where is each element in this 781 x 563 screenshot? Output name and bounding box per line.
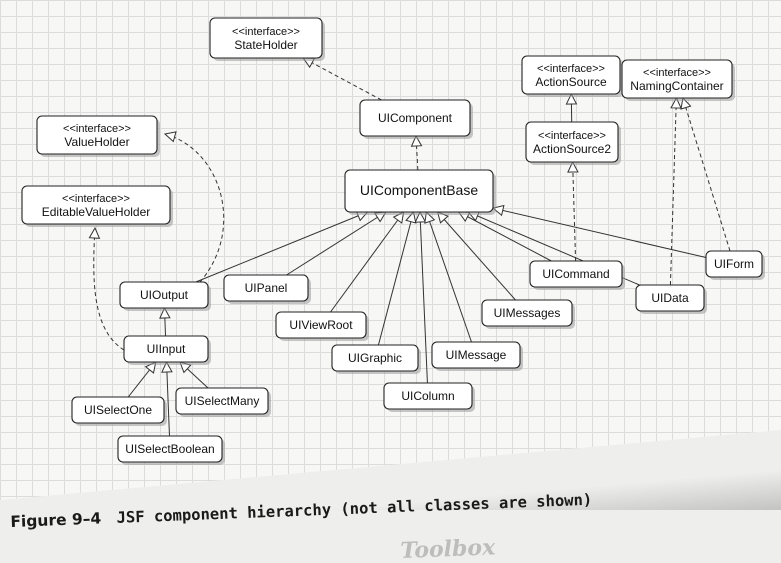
node-ui-panel: UIPanel: [223, 274, 311, 304]
edge-action-source2-to-action-source: [565, 92, 578, 123]
class-name-label: UIForm: [714, 257, 754, 271]
node-naming-container: <<interface>>NamingContainer: [621, 59, 735, 101]
class-name-label: UIPanel: [245, 281, 288, 295]
node-action-source2: <<interface>>ActionSource2: [525, 121, 621, 165]
node-ui-select-one: UISelectOne: [71, 396, 167, 426]
edge-ui-graphic-to-ui-component-base: [377, 210, 417, 346]
edge-ui-command-to-ui-component-base: [457, 211, 552, 262]
node-editable-value-holder: <<interface>>EditableValueHolder: [21, 185, 173, 227]
node-action-source: <<interface>>ActionSource: [521, 55, 623, 97]
class-name-label: EditableValueHolder: [42, 205, 151, 219]
node-ui-messages: UIMessages: [481, 299, 575, 329]
stereotype-label: <<interface>>: [537, 63, 605, 75]
stereotype-label: <<interface>>: [538, 130, 606, 142]
edge-ui-command-to-action-source2: [567, 160, 579, 262]
class-name-label: UISelectOne: [84, 403, 152, 417]
class-name-label: StateHolder: [234, 38, 297, 52]
class-name-label: UIInput: [147, 342, 186, 356]
node-ui-input: UIInput: [123, 335, 211, 365]
edge-ui-input-to-editable-value-holder: [88, 226, 125, 351]
class-name-label: UIGraphic: [348, 351, 402, 365]
class-name-label: NamingContainer: [630, 79, 723, 93]
stereotype-label: <<interface>>: [643, 67, 711, 79]
class-name-label: UIOutput: [140, 288, 189, 302]
class-name-label: UIMessages: [494, 306, 561, 320]
class-name-label: UIColumn: [401, 389, 454, 403]
node-ui-command: UICommand: [529, 260, 625, 290]
node-ui-select-many: UISelectMany: [175, 387, 271, 417]
edge-ui-message-to-ui-component-base: [424, 210, 472, 343]
class-name-label: UIViewRoot: [289, 318, 353, 332]
node-ui-column: UIColumn: [383, 382, 475, 412]
edge-ui-column-to-ui-component-base: [414, 210, 428, 384]
class-name-label: UIComponentBase: [360, 182, 479, 198]
node-ui-graphic: UIGraphic: [331, 344, 421, 374]
figure-number: Figure 9–4: [10, 509, 102, 531]
edge-ui-output-to-value-holder: [163, 131, 225, 283]
node-value-holder: <<interface>>ValueHolder: [36, 115, 160, 157]
edge-ui-panel-to-ui-component-base: [286, 211, 387, 276]
edge-ui-select-one-to-ui-input: [127, 361, 157, 398]
edge-ui-view-root-to-ui-component-base: [330, 211, 405, 313]
class-name-label: ValueHolder: [64, 135, 129, 149]
edge-ui-component-base-to-ui-component: [410, 134, 423, 171]
edge-ui-output-to-ui-component-base: [195, 210, 369, 283]
node-ui-form: UIForm: [705, 250, 765, 280]
node-ui-view-root: UIViewRoot: [275, 311, 369, 341]
bleed-through-text: Toolbox: [400, 529, 641, 562]
class-name-label: UISelectBoolean: [125, 442, 214, 456]
class-name-label: UIComponent: [378, 111, 453, 125]
class-name-label: UICommand: [542, 267, 609, 281]
edge-ui-input-to-ui-output: [159, 306, 171, 337]
edge-ui-form-to-naming-container: [680, 96, 731, 252]
class-name-label: ActionSource: [535, 75, 607, 89]
node-state-holder: <<interface>>StateHolder: [209, 17, 325, 61]
node-ui-output: UIOutput: [119, 281, 211, 311]
node-ui-component-base: UIComponentBase: [344, 169, 496, 215]
bleed-through-word: Toolbox: [400, 534, 496, 562]
edge-ui-component-to-state-holder: [302, 57, 382, 101]
stereotype-label: <<interface>>: [63, 123, 131, 135]
class-name-label: UIMessage: [446, 348, 507, 362]
edge-ui-messages-to-ui-component-base: [436, 211, 516, 301]
stereotype-label: <<interface>>: [232, 26, 300, 38]
node-ui-data: UIData: [635, 284, 707, 314]
class-name-label: ActionSource2: [533, 142, 611, 156]
edge-ui-select-boolean-to-ui-input: [161, 360, 173, 437]
edge-ui-form-to-ui-component-base: [491, 204, 707, 258]
nodes-layer: <<interface>>StateHolderUIComponent<<int…: [21, 17, 765, 465]
class-name-label: UIData: [651, 291, 689, 305]
uml-class-diagram: <<interface>>StateHolderUIComponent<<int…: [21, 17, 765, 465]
class-name-label: UISelectMany: [185, 394, 260, 408]
node-ui-select-boolean: UISelectBoolean: [117, 435, 225, 465]
edge-ui-select-many-to-ui-input: [179, 361, 209, 389]
edge-ui-data-to-naming-container: [669, 96, 682, 286]
node-ui-component: UIComponent: [359, 99, 473, 139]
node-ui-message: UIMessage: [431, 341, 523, 371]
stereotype-label: <<interface>>: [62, 193, 130, 205]
